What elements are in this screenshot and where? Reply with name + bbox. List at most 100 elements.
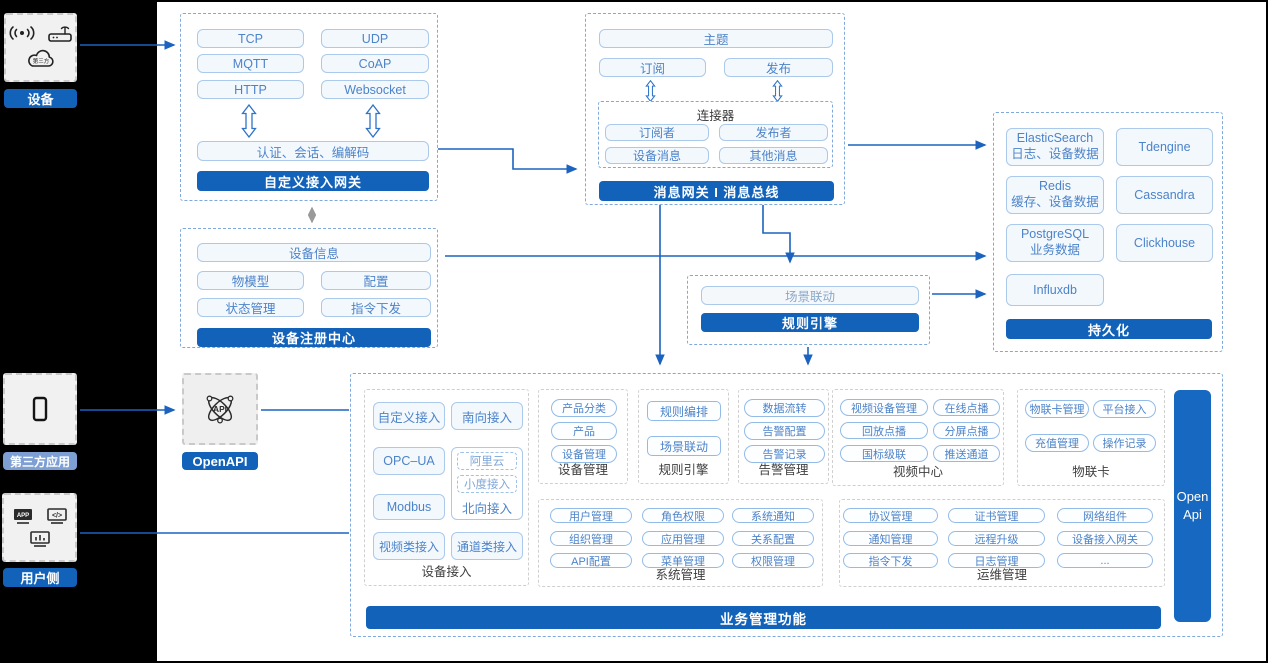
- pill-http: HTTP: [197, 80, 304, 99]
- pill-mqtt: MQTT: [197, 54, 304, 73]
- pill-iot-card-mgmt: 物联卡管理: [1025, 400, 1089, 418]
- openapi-icon-card: API: [182, 373, 258, 445]
- pill-thing-model: 物模型: [197, 271, 304, 290]
- pill-opc-ua: OPC–UA: [373, 447, 445, 475]
- ops-mgmt-section: 协议管理 证书管理 网络组件 通知管理 远程升级 设备接入网关 指令下发 日志管…: [839, 499, 1165, 587]
- pill-publish: 发布: [724, 58, 833, 77]
- connector-box: 连接器 订阅者 发布者 设备消息 其他消息: [598, 101, 833, 168]
- system-mgmt-title: 系统管理: [655, 568, 706, 582]
- pill-menu-mgmt: 菜单管理: [642, 553, 724, 568]
- device-registry-box: 设备信息 物模型 配置 状态管理 指令下发 设备注册中心: [180, 228, 438, 348]
- business-banner: 业务管理功能: [366, 606, 1161, 629]
- pill-gb-cascade: 国标级联: [840, 445, 928, 462]
- custom-gateway-banner: 自定义接入网关: [197, 171, 429, 191]
- openapi-tag: OpenAPI: [182, 452, 258, 470]
- pill-split-screen: 分屏点播: [933, 422, 1000, 439]
- device-tag: 设备: [4, 89, 77, 108]
- pill-south-access: 南向接入: [451, 402, 523, 430]
- router-icon: [47, 26, 72, 42]
- api-icon-label: API: [213, 404, 227, 414]
- pill-recharge-mgmt: 充值管理: [1025, 434, 1089, 452]
- rule-engine-section: 规则编排 场景联动 规则引擎: [638, 389, 729, 484]
- system-mgmt-section: 用户管理 角色权限 系统通知 组织管理 应用管理 关系配置 API配置 菜单管理…: [538, 499, 823, 587]
- double-arrow-icon: [645, 80, 656, 102]
- persistence-box: ElasticSearch 日志、设备数据 Tdengine Redis 缓存、…: [993, 112, 1223, 352]
- pill-topic: 主题: [599, 29, 833, 48]
- alarm-mgmt-title: 告警管理: [758, 463, 809, 477]
- pill-role-permission: 角色权限: [642, 508, 724, 523]
- pill-relation-config: 关系配置: [732, 531, 814, 546]
- pill-subscribe: 订阅: [599, 58, 706, 77]
- app-icon-label: APP: [16, 513, 28, 519]
- pill-log-mgmt: 日志管理: [948, 553, 1045, 568]
- double-arrow-icon: [241, 104, 257, 138]
- code-icon: </>: [46, 508, 67, 524]
- pill-status-mgmt: 状态管理: [197, 298, 304, 317]
- cloud-icon-label: 第三方: [32, 57, 49, 65]
- pill-subscriber: 订阅者: [605, 124, 709, 141]
- user-side-icon-card: APP </>: [2, 493, 77, 562]
- pill-alarm-record: 告警记录: [744, 445, 825, 463]
- pill-modbus: Modbus: [373, 494, 445, 520]
- pill-auth-session-codec: 认证、会话、编解码: [197, 141, 429, 161]
- pill-xiaodu: 小度接入: [457, 475, 517, 493]
- pill-api-config: API配置: [550, 553, 632, 568]
- pill-operation-record: 操作记录: [1093, 434, 1156, 452]
- video-center-section: 视频设备管理 在线点播 回放点播 分屏点播 国标级联 推送通道 视频中心: [832, 389, 1004, 486]
- pill-command-send: 指令下发: [843, 553, 938, 568]
- pill-notice-mgmt: 通知管理: [843, 531, 938, 546]
- pill-config: 配置: [321, 271, 431, 290]
- pill-tcp: TCP: [197, 29, 304, 48]
- cell-influxdb: Influxdb: [1006, 274, 1104, 306]
- pill-playback: 回放点播: [840, 422, 928, 439]
- pill-org-mgmt: 组织管理: [550, 531, 632, 546]
- third-party-tag: 第三方应用: [3, 452, 77, 470]
- cell-postgresql: PostgreSQL 业务数据: [1006, 224, 1104, 262]
- pill-aliyun: 阿里云: [457, 452, 517, 470]
- north-access-label: 北向接入: [461, 502, 512, 516]
- app-icon: APP: [13, 509, 32, 524]
- message-bus-box: 主题 订阅 发布 连接器 订阅者 发布者 设备消息 其他消息 消息网关 I 消息…: [585, 13, 845, 205]
- pill-push-channel: 推送通道: [933, 445, 1000, 462]
- device-access-section: 自定义接入 南向接入 OPC–UA 阿里云 小度接入 北向接入 Modbus 视…: [364, 389, 529, 586]
- rule-engine-banner: 规则引擎: [701, 313, 919, 332]
- phone-icon: [32, 396, 48, 422]
- pill-permission-mgmt: 权限管理: [732, 553, 814, 568]
- pill-cert-mgmt: 证书管理: [948, 508, 1045, 523]
- persistence-banner: 持久化: [1006, 319, 1212, 339]
- ops-mgmt-title: 运维管理: [976, 568, 1027, 582]
- pill-publisher: 发布者: [719, 124, 828, 141]
- dashboard-icon: [29, 531, 50, 547]
- cell-tdengine: Tdengine: [1116, 128, 1213, 166]
- pill-command-send: 指令下发: [321, 298, 431, 317]
- pill-product-category: 产品分类: [551, 399, 617, 417]
- open-api-bar: Open Api: [1174, 390, 1211, 622]
- pill-custom-access: 自定义接入: [373, 402, 445, 430]
- pill-udp: UDP: [321, 29, 429, 48]
- signal-icon: [8, 26, 35, 40]
- video-center-title: 视频中心: [892, 465, 943, 479]
- cell-redis: Redis 缓存、设备数据: [1006, 176, 1104, 214]
- rule-engine-title: 规则引擎: [658, 463, 709, 477]
- rule-engine-box: 场景联动 规则引擎: [687, 275, 930, 345]
- message-bus-banner: 消息网关 I 消息总线: [599, 181, 834, 201]
- pill-device-message: 设备消息: [605, 147, 709, 164]
- pill-data-transfer: 数据流转: [744, 399, 825, 417]
- business-box: 自定义接入 南向接入 OPC–UA 阿里云 小度接入 北向接入 Modbus 视…: [350, 373, 1223, 637]
- pill-product: 产品: [551, 422, 617, 440]
- device-registry-banner: 设备注册中心: [197, 328, 431, 347]
- pill-rule-orchestration: 规则编排: [647, 401, 721, 421]
- pill-user-mgmt: 用户管理: [550, 508, 632, 523]
- iot-card-title: 物联卡: [1072, 465, 1110, 479]
- pill-platform-access: 平台接入: [1093, 400, 1156, 418]
- pill-scene-linkage: 场景联动: [647, 436, 721, 456]
- pill-remote-upgrade: 远程升级: [948, 531, 1045, 546]
- connector-title: 连接器: [696, 109, 735, 123]
- cell-elasticsearch: ElasticSearch 日志、设备数据: [1006, 128, 1104, 166]
- api-atom-icon: API: [206, 395, 234, 424]
- cloud-icon: 第三方: [27, 49, 54, 67]
- pill-websocket: Websocket: [321, 80, 429, 99]
- cell-clickhouse: Clickhouse: [1116, 224, 1213, 262]
- double-arrow-icon: [365, 104, 381, 138]
- pill-video-access: 视频类接入: [373, 532, 445, 560]
